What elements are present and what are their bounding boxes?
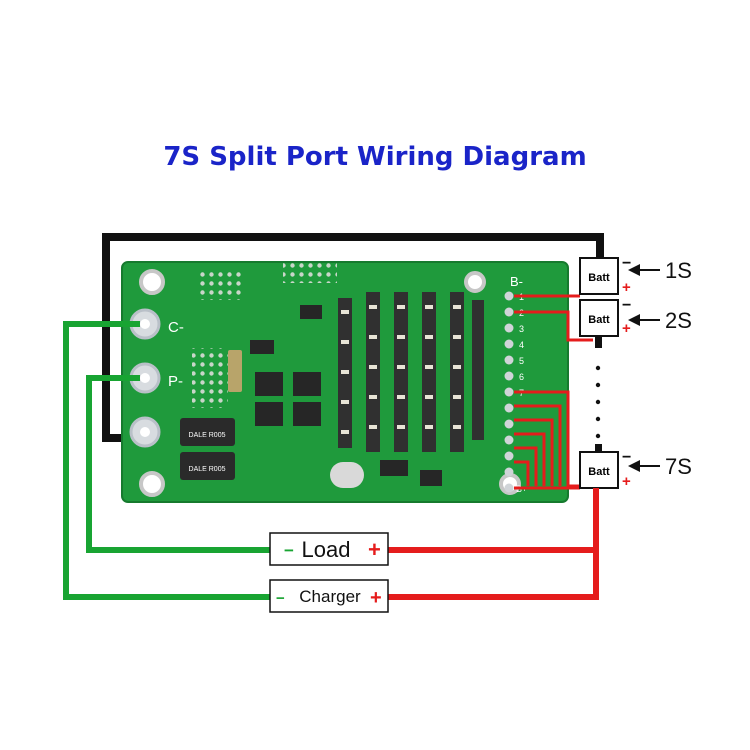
fuse bbox=[330, 462, 364, 488]
battery-1s: Batt − + bbox=[579, 255, 631, 296]
battery-minus: − bbox=[622, 297, 631, 314]
mosfet bbox=[293, 402, 321, 426]
diagram-title: 7S Split Port Wiring Diagram bbox=[163, 142, 587, 172]
load-minus: − bbox=[284, 541, 294, 560]
cell-arrow bbox=[628, 264, 660, 276]
series-dots bbox=[595, 365, 601, 439]
pcb-board: DALE R005 DALE R005 bbox=[121, 261, 569, 503]
battery-positive-wire bbox=[388, 488, 599, 600]
capacitor bbox=[228, 350, 242, 392]
load-negative-wire bbox=[86, 375, 272, 553]
cell-arrow bbox=[628, 314, 660, 326]
bridge-wire bbox=[102, 233, 604, 442]
cell-label-1s: 1S bbox=[665, 258, 692, 283]
ic-chip bbox=[300, 305, 322, 319]
via-grid bbox=[283, 263, 337, 283]
load-label: Load bbox=[302, 537, 351, 562]
shunt-resistor bbox=[180, 452, 235, 480]
battery-minus: − bbox=[622, 255, 631, 272]
charger-negative-wire bbox=[63, 321, 272, 600]
balance-connector bbox=[504, 291, 514, 493]
mount-hole bbox=[139, 471, 165, 497]
ic-chip bbox=[380, 460, 408, 476]
balance-wires bbox=[514, 294, 593, 490]
c-minus-label: C- bbox=[168, 319, 184, 336]
charger-label: Charger bbox=[299, 587, 361, 606]
pin-label: 3 bbox=[519, 324, 524, 334]
cell-arrow bbox=[628, 460, 660, 472]
p-minus-label: P- bbox=[168, 373, 183, 390]
balance-resistor-array bbox=[338, 292, 484, 452]
mosfet bbox=[255, 402, 283, 426]
battery-minus: − bbox=[622, 449, 631, 466]
pin-label: 5 bbox=[519, 356, 524, 366]
charger-box: − Charger + bbox=[269, 579, 389, 613]
ic-chip bbox=[420, 470, 442, 486]
b-minus-label: B- bbox=[510, 274, 523, 289]
pin-label: 6 bbox=[519, 372, 524, 382]
via-grid bbox=[192, 348, 228, 408]
battery-plus: + bbox=[622, 473, 631, 490]
battery-label: Batt bbox=[588, 466, 610, 478]
battery-label: Batt bbox=[588, 272, 610, 284]
resistor-label: DALE R005 bbox=[189, 432, 226, 439]
cell-label-2s: 2S bbox=[665, 308, 692, 333]
battery-plus: + bbox=[622, 320, 631, 337]
mount-hole bbox=[139, 269, 165, 295]
battery-7s: Batt − + bbox=[579, 449, 631, 490]
mount-hole bbox=[464, 271, 486, 293]
ic-chip bbox=[250, 340, 274, 354]
load-box: − Load + bbox=[269, 532, 389, 566]
battery-label: Batt bbox=[588, 314, 610, 326]
shunt-resistor bbox=[180, 418, 235, 446]
via-grid bbox=[198, 270, 243, 300]
cell-label-7s: 7S bbox=[665, 454, 692, 479]
mosfet bbox=[255, 372, 283, 396]
battery-plus: + bbox=[622, 279, 631, 296]
resistor-label: DALE R005 bbox=[189, 466, 226, 473]
charger-minus: − bbox=[276, 590, 285, 607]
load-plus: + bbox=[368, 537, 381, 562]
pin-label: 4 bbox=[519, 340, 524, 350]
battery-2s: Batt − + bbox=[579, 297, 631, 337]
mosfet bbox=[293, 372, 321, 396]
charger-plus: + bbox=[370, 587, 382, 609]
